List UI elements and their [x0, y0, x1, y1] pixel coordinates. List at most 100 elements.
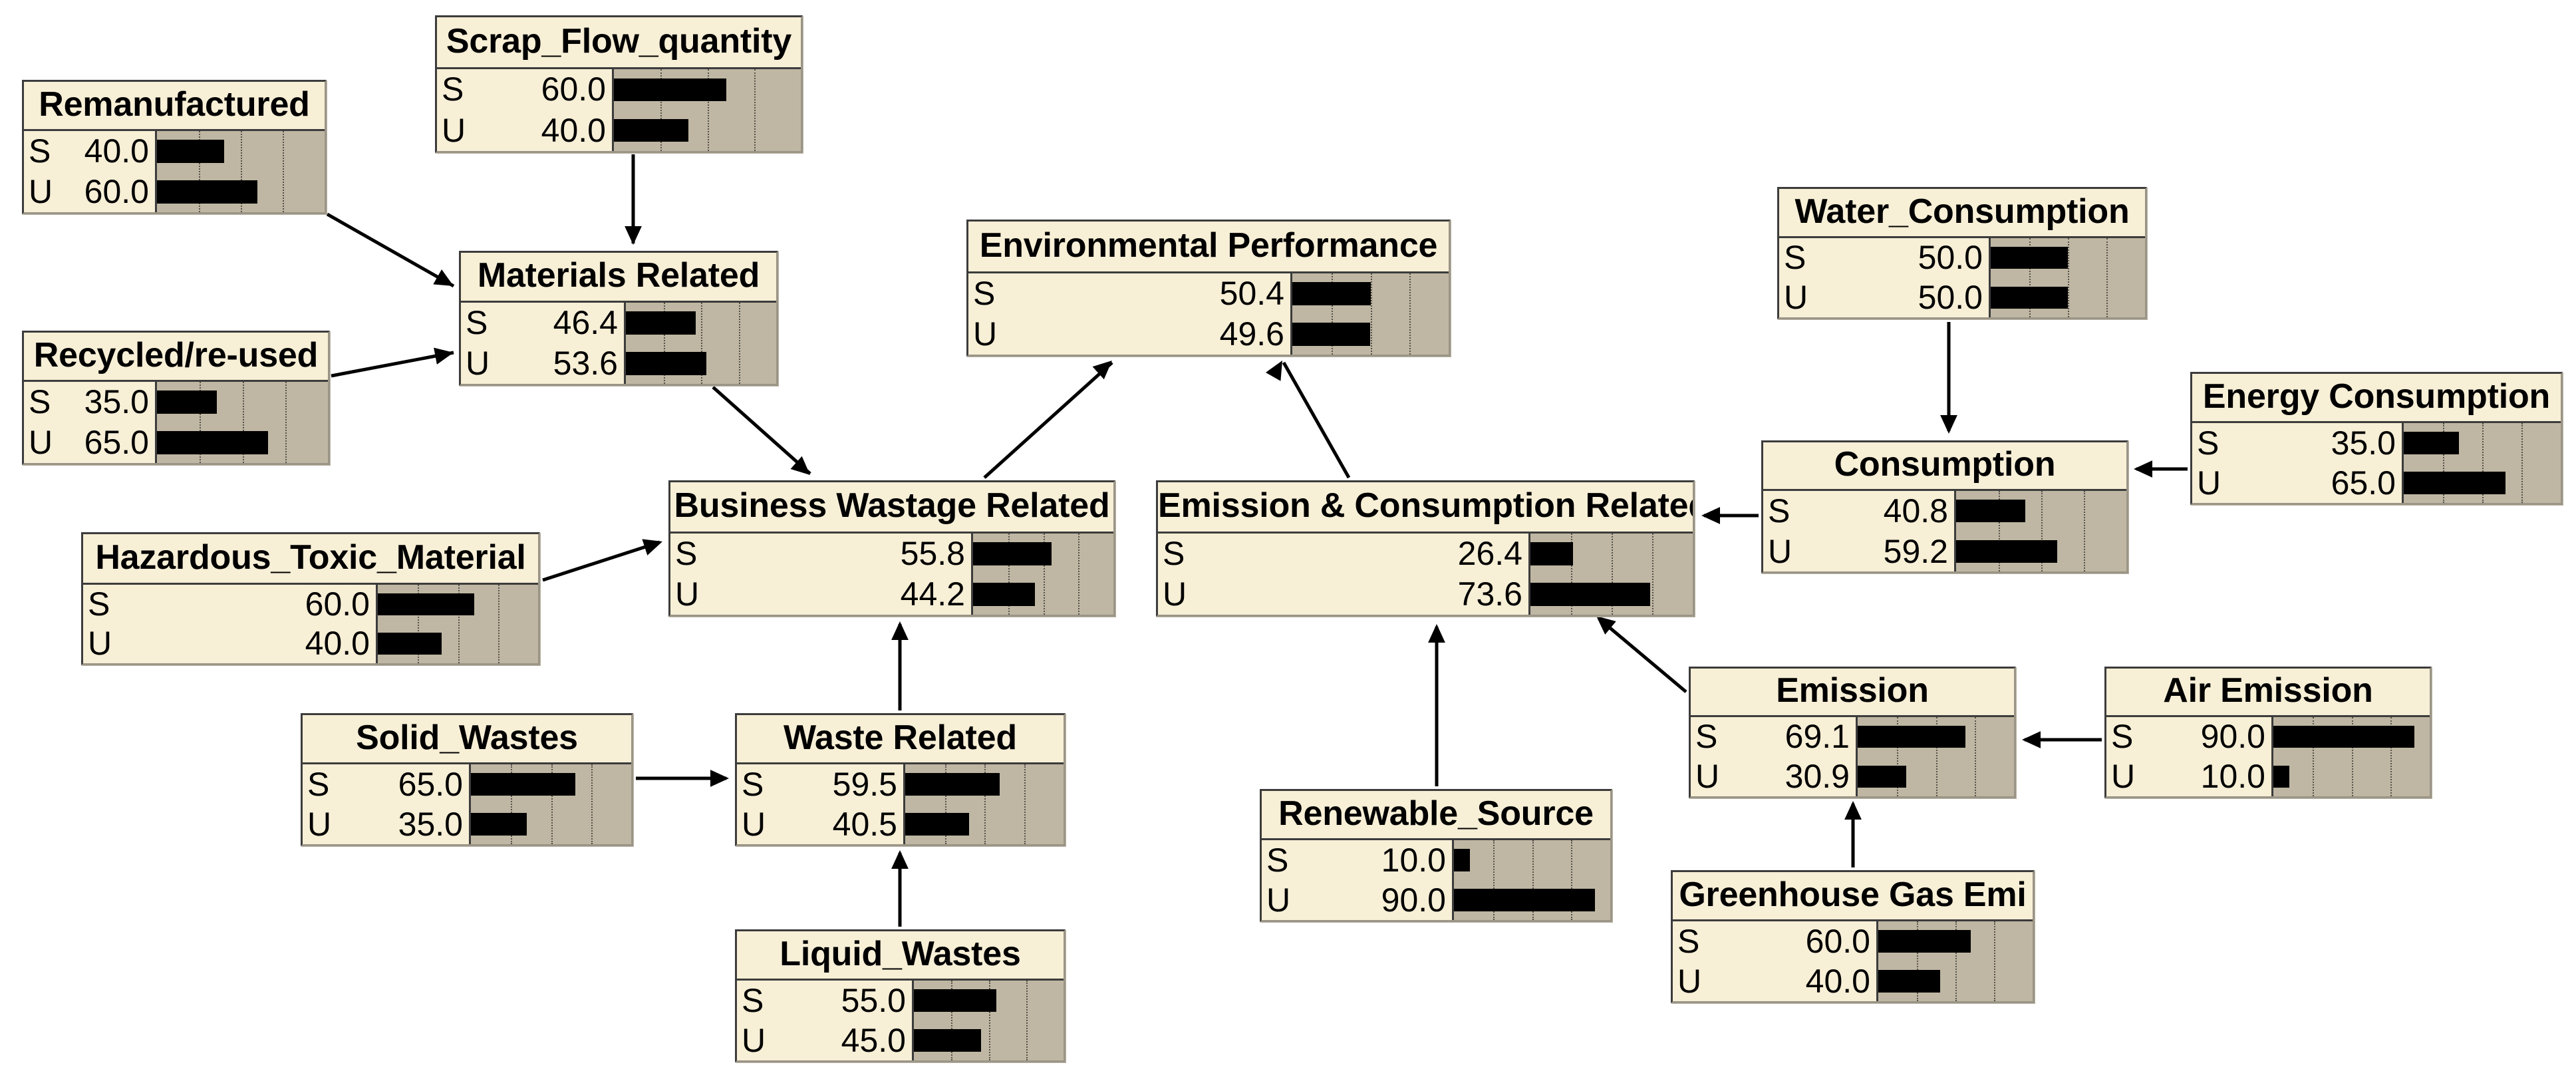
bar-slot	[157, 172, 325, 212]
state-probability-value: 59.2	[1883, 532, 1948, 570]
bar-gridline-50	[1612, 534, 1614, 615]
probability-bar-chart	[905, 764, 1064, 844]
state-label: U	[2111, 757, 2136, 795]
bar-gridline-75	[1994, 921, 1997, 1001]
probability-bar	[1991, 286, 2068, 309]
probability-bar	[378, 632, 442, 655]
bar-gridline-50	[2351, 717, 2355, 796]
state-label: S	[29, 383, 51, 420]
state-label: U	[742, 1022, 766, 1059]
probability-bar	[1454, 849, 1470, 871]
edge-solid_wastes-to-waste_related	[636, 770, 729, 787]
bar-gridline-25	[1917, 921, 1920, 1001]
node-title: Business Wastage Related	[670, 482, 1113, 534]
state-probability-value: 30.9	[1785, 757, 1850, 795]
bar-slot	[626, 343, 776, 384]
state-label: S	[675, 535, 698, 572]
bar-gridline-50	[707, 69, 710, 151]
state-probability-value: 40.0	[84, 132, 149, 170]
bar-slot	[1530, 574, 1693, 615]
edge-scrap_flow_quantity-to-materials_related	[625, 154, 642, 245]
state-label: U	[1266, 881, 1291, 919]
state-probability-value: 46.4	[553, 304, 618, 341]
probability-bar	[157, 180, 258, 204]
state-label: S	[1266, 842, 1289, 879]
bar-slot	[2273, 717, 2430, 757]
bar-gridline-50	[2041, 491, 2044, 571]
bar-gridline-50	[1955, 921, 1958, 1001]
node-title: Environmental Performance	[968, 222, 1449, 273]
state-probability-value: 35.0	[84, 383, 149, 420]
state-label: S	[442, 71, 464, 108]
bar-gridline-50	[701, 303, 704, 384]
bar-slot	[1956, 491, 2126, 532]
probability-bar	[1858, 726, 1966, 748]
probability-bar	[157, 390, 217, 414]
bar-gridline-50	[458, 585, 461, 663]
probability-bar-chart	[1454, 840, 1610, 920]
probability-bar	[1454, 889, 1595, 911]
state-label: S	[307, 766, 330, 803]
edge-waste_related-to-business_wastage_related	[891, 621, 909, 710]
state-label: S	[1784, 239, 1806, 276]
node-title: Liquid_Wastes	[737, 931, 1064, 981]
node-title: Scrap_Flow_quantity	[437, 17, 801, 69]
state-label: S	[466, 304, 488, 341]
bar-slot	[1991, 278, 2145, 318]
state-probability-value: 69.1	[1785, 718, 1850, 755]
bar-gridline-50	[1370, 273, 1373, 355]
state-probability-value: 40.5	[832, 806, 897, 843]
probability-bar	[1956, 540, 2057, 563]
probability-bar-chart	[614, 69, 801, 151]
bar-gridline-75	[1652, 534, 1655, 615]
state-probability-value: 55.0	[841, 982, 906, 1019]
bar-gridline-50	[1935, 717, 1939, 796]
probability-bar	[2404, 472, 2506, 494]
bar-gridline-75	[285, 382, 288, 463]
node-title: Water_Consumption	[1779, 189, 2145, 238]
bar-gridline-50	[1532, 840, 1535, 920]
probability-bar	[1956, 500, 2026, 523]
bar-gridline-25	[951, 981, 954, 1060]
bar-gridline-50	[1043, 534, 1046, 615]
